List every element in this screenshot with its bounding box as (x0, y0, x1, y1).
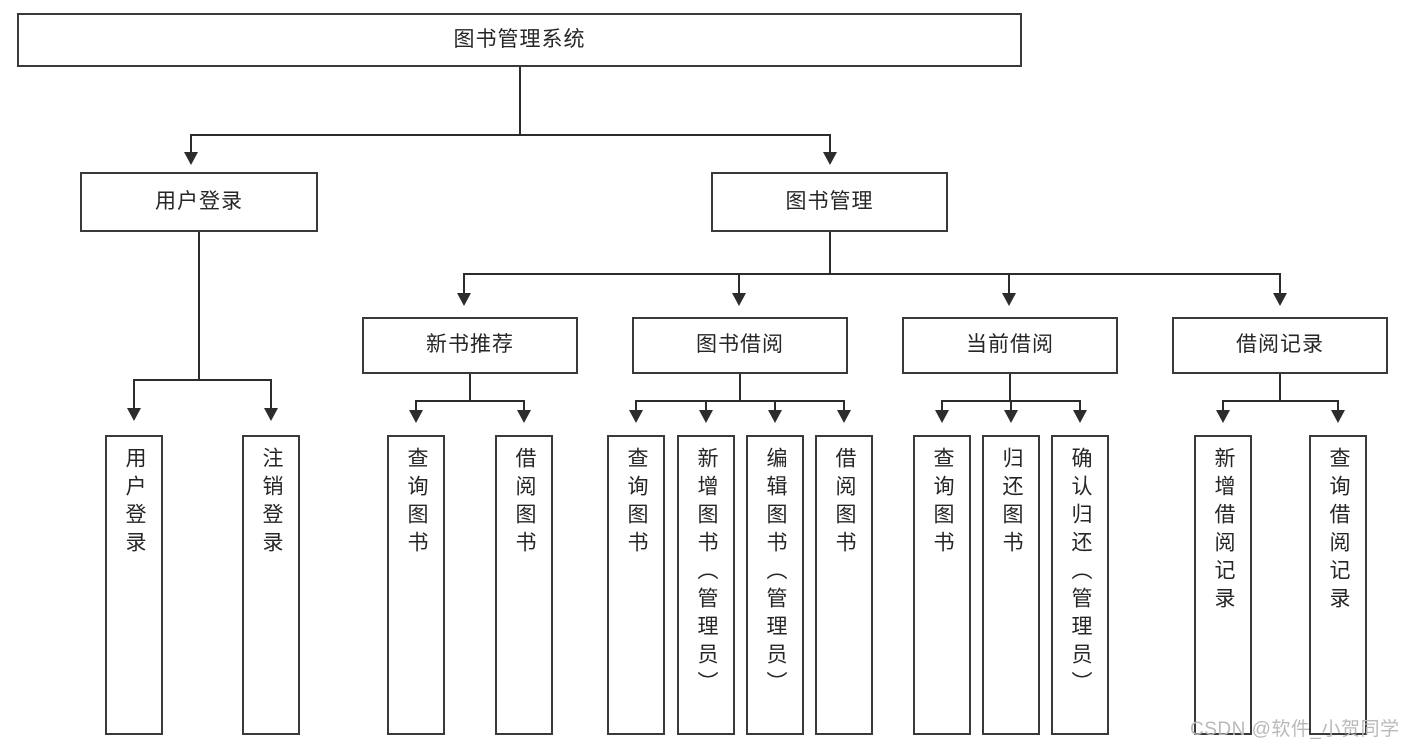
connector-book-borrow-drop-3 (774, 400, 776, 412)
connector-book-borrow-bus (635, 400, 845, 402)
arrowhead-level3-3 (1002, 293, 1016, 306)
node-leaf-record-query[interactable]: 查询借阅记录 (1309, 435, 1367, 735)
node-current-borrow[interactable]: 当前借阅 (902, 317, 1118, 374)
node-label: 图书借阅 (696, 333, 784, 357)
connector-book-mgmt-stem (829, 232, 831, 274)
node-label: 归还图书 (1000, 447, 1024, 559)
connector-book-borrow-stem (739, 374, 741, 401)
node-label: 借阅图书 (833, 447, 857, 559)
connector-new-book-drop-2 (523, 400, 525, 412)
node-label: 新增图书（管理员） (695, 447, 719, 699)
connector-root-bus (190, 134, 831, 136)
arrowhead-book-borrow-leaf-1 (629, 410, 643, 423)
connector-new-book-drop-1 (415, 400, 417, 412)
arrowhead-root-to-book-mgmt (823, 152, 837, 165)
connector-borrow-record-stem (1279, 374, 1281, 401)
node-book-borrow[interactable]: 图书借阅 (632, 317, 848, 374)
connector-root-to-user-login (190, 134, 192, 156)
node-book-management[interactable]: 图书管理 (711, 172, 948, 232)
connector-root-to-book-mgmt (829, 134, 831, 156)
node-leaf-borrow-edit-book-admin[interactable]: 编辑图书（管理员） (746, 435, 804, 735)
arrowhead-current-borrow-leaf-1 (935, 410, 949, 423)
node-label: 编辑图书（管理员） (764, 447, 788, 699)
connector-book-mgmt-drop-3 (1008, 273, 1010, 296)
node-label: 新书推荐 (426, 333, 514, 357)
node-leaf-record-add[interactable]: 新增借阅记录 (1194, 435, 1252, 735)
connector-user-login-drop-1 (133, 379, 135, 411)
node-label: 查询图书 (931, 447, 955, 559)
node-leaf-borrow-add-book-admin[interactable]: 新增图书（管理员） (677, 435, 735, 735)
node-root-system[interactable]: 图书管理系统 (17, 13, 1022, 67)
connector-root-stem (519, 67, 521, 135)
connector-current-borrow-stem (1009, 374, 1011, 401)
connector-book-borrow-drop-2 (705, 400, 707, 412)
connector-book-borrow-drop-1 (635, 400, 637, 412)
connector-user-login-drop-2 (270, 379, 272, 411)
node-label: 图书管理系统 (453, 27, 586, 51)
node-leaf-user-logout[interactable]: 注销登录 (242, 435, 300, 735)
connector-borrow-record-drop-2 (1337, 400, 1339, 412)
node-new-book-recommend[interactable]: 新书推荐 (362, 317, 578, 374)
node-label: 借阅图书 (513, 447, 537, 559)
node-label: 新增借阅记录 (1212, 447, 1236, 615)
connector-current-borrow-drop-1 (941, 400, 943, 412)
node-borrow-record[interactable]: 借阅记录 (1172, 317, 1388, 374)
node-label: 当前借阅 (966, 333, 1054, 357)
arrowhead-user-login-leaf-1 (127, 408, 141, 421)
arrowhead-borrow-record-leaf-1 (1216, 410, 1230, 423)
arrowhead-new-book-leaf-1 (409, 410, 423, 423)
connector-current-borrow-drop-2 (1010, 400, 1012, 412)
connector-user-login-stem (198, 232, 200, 380)
arrowhead-borrow-record-leaf-2 (1331, 410, 1345, 423)
arrowhead-user-login-leaf-2 (264, 408, 278, 421)
node-user-login[interactable]: 用户登录 (80, 172, 318, 232)
arrowhead-current-borrow-leaf-3 (1073, 410, 1087, 423)
arrowhead-book-borrow-leaf-3 (768, 410, 782, 423)
node-leaf-current-confirm-return-admin[interactable]: 确认归还（管理员） (1051, 435, 1109, 735)
node-leaf-current-query-book[interactable]: 查询图书 (913, 435, 971, 735)
arrowhead-level3-2 (732, 293, 746, 306)
node-label: 查询图书 (405, 447, 429, 559)
connector-book-mgmt-drop-4 (1279, 273, 1281, 296)
node-label: 确认归还（管理员） (1069, 447, 1093, 699)
arrowhead-book-borrow-leaf-4 (837, 410, 851, 423)
node-leaf-recommend-query-book[interactable]: 查询图书 (387, 435, 445, 735)
node-leaf-recommend-borrow-book[interactable]: 借阅图书 (495, 435, 553, 735)
connector-book-mgmt-drop-1 (463, 273, 465, 296)
node-leaf-borrow-query-book[interactable]: 查询图书 (607, 435, 665, 735)
arrowhead-level3-1 (457, 293, 471, 306)
node-leaf-borrow-borrow-book[interactable]: 借阅图书 (815, 435, 873, 735)
node-label: 用户登录 (155, 189, 243, 213)
connector-book-mgmt-drop-2 (738, 273, 740, 296)
arrowhead-new-book-leaf-2 (517, 410, 531, 423)
connector-book-borrow-drop-4 (843, 400, 845, 412)
connector-borrow-record-bus (1222, 400, 1339, 402)
connector-user-login-bus (133, 379, 271, 381)
connector-book-mgmt-bus (463, 273, 1281, 275)
node-label: 查询图书 (625, 447, 649, 559)
connector-current-borrow-drop-3 (1079, 400, 1081, 412)
node-label: 用户登录 (123, 447, 147, 559)
node-label: 图书管理 (785, 189, 874, 213)
node-leaf-user-login[interactable]: 用户登录 (105, 435, 163, 735)
arrowhead-book-borrow-leaf-2 (699, 410, 713, 423)
connector-new-book-stem (469, 374, 471, 401)
node-label: 注销登录 (260, 447, 284, 559)
connector-new-book-bus (415, 400, 525, 402)
arrowhead-level3-4 (1273, 293, 1287, 306)
arrowhead-current-borrow-leaf-2 (1004, 410, 1018, 423)
arrowhead-root-to-user-login (184, 152, 198, 165)
node-label: 借阅记录 (1236, 333, 1324, 357)
node-leaf-current-return-book[interactable]: 归还图书 (982, 435, 1040, 735)
node-label: 查询借阅记录 (1327, 447, 1351, 615)
connector-borrow-record-drop-1 (1222, 400, 1224, 412)
